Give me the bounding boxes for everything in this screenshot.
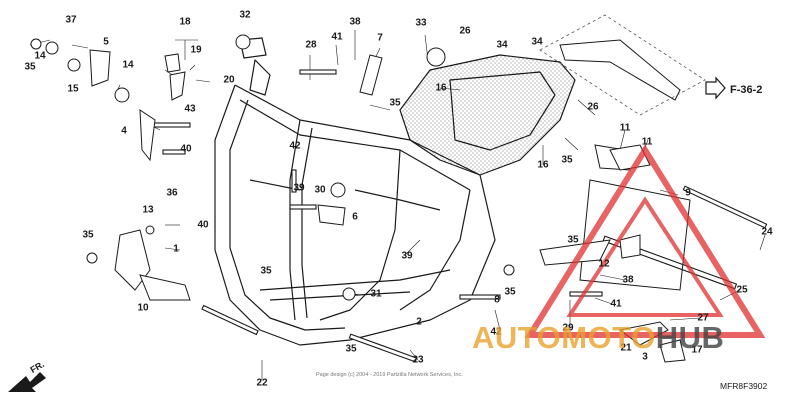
warning-triangle-watermark (524, 144, 766, 338)
callout-11[interactable]: 11 (619, 122, 631, 134)
callout-43[interactable]: 43 (184, 103, 196, 115)
callout-35[interactable]: 35 (389, 97, 401, 109)
callout-27[interactable]: 27 (697, 312, 709, 324)
callout-35[interactable]: 35 (82, 229, 94, 241)
callout-11[interactable]: 11 (641, 136, 653, 148)
callout-40[interactable]: 40 (180, 143, 192, 155)
callout-1[interactable]: 1 (173, 243, 179, 255)
callout-26[interactable]: 26 (459, 25, 471, 37)
ref-arrow-icon[interactable] (705, 76, 726, 100)
callout-35[interactable]: 35 (561, 154, 573, 166)
callout-39[interactable]: 39 (401, 250, 413, 262)
callout-6[interactable]: 6 (352, 211, 358, 223)
callout-4[interactable]: 4 (121, 125, 127, 137)
callout-41[interactable]: 41 (610, 298, 622, 310)
callout-26[interactable]: 26 (587, 101, 599, 113)
callout-3[interactable]: 3 (642, 351, 648, 363)
callout-14[interactable]: 14 (122, 59, 134, 71)
callout-17[interactable]: 17 (691, 344, 703, 356)
callout-36[interactable]: 36 (166, 187, 178, 199)
small-parts (30, 34, 691, 363)
callout-9[interactable]: 9 (685, 187, 691, 199)
callout-37[interactable]: 37 (65, 14, 77, 26)
callout-20[interactable]: 20 (223, 74, 235, 86)
callout-33[interactable]: 33 (415, 17, 427, 29)
callout-35[interactable]: 35 (345, 343, 357, 355)
callout-28[interactable]: 28 (305, 39, 317, 51)
callout-24[interactable]: 24 (761, 226, 773, 238)
callout-34[interactable]: 34 (531, 36, 543, 48)
copyright-text: Page design (c) 2004 - 2019 Partzilla Ne… (316, 372, 463, 378)
callout-35[interactable]: 35 (260, 265, 272, 277)
callout-40[interactable]: 40 (197, 219, 209, 231)
callout-38[interactable]: 38 (349, 16, 361, 28)
callout-42[interactable]: 42 (289, 140, 301, 152)
callout-42[interactable]: 42 (490, 326, 502, 338)
callout-16[interactable]: 16 (435, 82, 447, 94)
callout-10[interactable]: 10 (137, 302, 149, 314)
front-arrow-icon (8, 372, 46, 392)
callout-25[interactable]: 25 (736, 284, 748, 296)
callout-13[interactable]: 13 (142, 204, 154, 216)
callout-35[interactable]: 35 (567, 234, 579, 246)
callout-29[interactable]: 29 (562, 322, 574, 334)
callout-15[interactable]: 15 (67, 83, 79, 95)
callout-32[interactable]: 32 (239, 9, 251, 21)
callout-12[interactable]: 12 (598, 258, 610, 270)
reference-dashed-box (539, 14, 706, 116)
diagram-code: MFR8F3902 (720, 381, 768, 391)
callout-35[interactable]: 35 (24, 61, 36, 73)
callout-41[interactable]: 41 (331, 31, 343, 43)
callout-22[interactable]: 22 (256, 377, 268, 389)
callout-23[interactable]: 23 (412, 354, 424, 366)
callout-19[interactable]: 19 (190, 44, 202, 56)
main-frame (214, 37, 576, 346)
callout-34[interactable]: 34 (496, 39, 508, 51)
callout-2[interactable]: 2 (416, 316, 422, 328)
callout-39[interactable]: 39 (293, 182, 305, 194)
callout-18[interactable]: 18 (179, 16, 191, 28)
callout-31[interactable]: 31 (370, 288, 382, 300)
callout-38[interactable]: 38 (622, 274, 634, 286)
reference-label[interactable]: F-36-2 (730, 84, 763, 96)
callout-16[interactable]: 16 (537, 159, 549, 171)
callout-14[interactable]: 14 (34, 50, 46, 62)
callout-35[interactable]: 35 (504, 286, 516, 298)
callout-8[interactable]: 8 (494, 294, 500, 306)
callout-5[interactable]: 5 (103, 36, 109, 48)
callout-7[interactable]: 7 (377, 32, 383, 44)
callout-30[interactable]: 30 (314, 184, 326, 196)
callout-21[interactable]: 21 (620, 342, 632, 354)
